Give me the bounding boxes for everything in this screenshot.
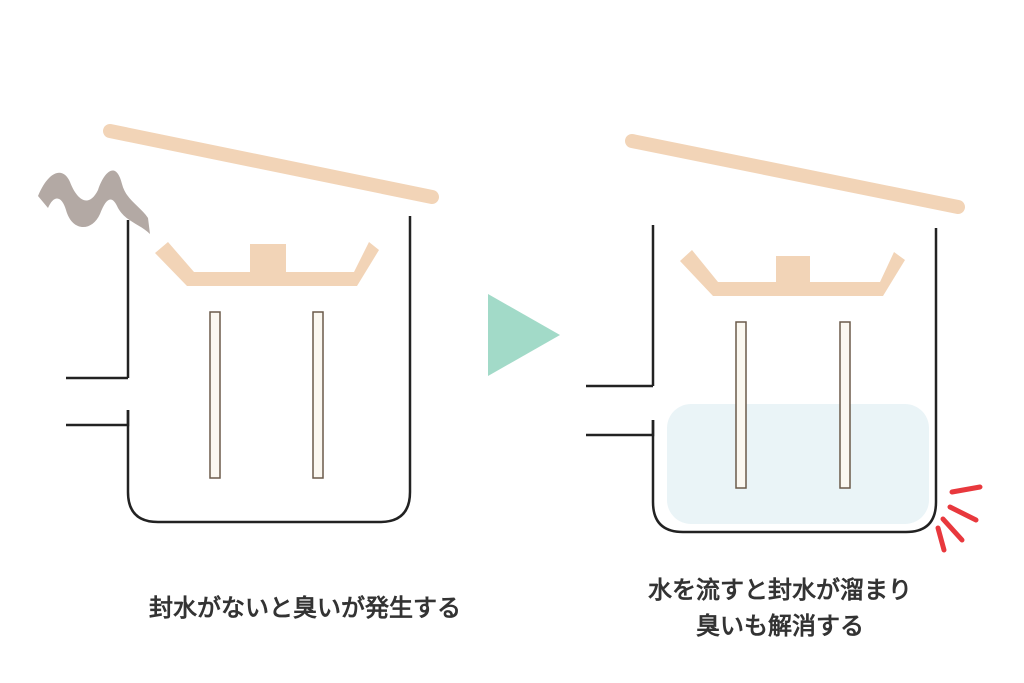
right-panel — [586, 134, 983, 553]
seal-water — [667, 404, 929, 524]
rod-right — [312, 311, 324, 479]
rod-right — [839, 321, 851, 489]
play-triangle-icon — [488, 294, 560, 376]
lid — [103, 124, 439, 204]
outlet-pipe — [586, 384, 655, 437]
outlet-pipe — [66, 376, 130, 427]
caption-seal-water-filled: 水を流すと封水が溜まり 臭いも解消する — [540, 572, 1020, 644]
caption-line: 水を流すと封水が溜まり — [648, 576, 912, 604]
container-outline — [126, 216, 412, 524]
caption-no-seal-water: 封水がないと臭いが発生する — [40, 590, 570, 626]
left-panel — [38, 124, 439, 524]
container-outline — [651, 225, 938, 534]
caption-line: 封水がないと臭いが発生する — [149, 594, 461, 622]
caption-line: 臭いも解消する — [696, 612, 864, 640]
lid — [625, 134, 965, 214]
alert-burst-icon — [935, 484, 983, 553]
rod-left — [735, 321, 747, 489]
odor-smoke-icon — [38, 170, 150, 234]
drain-trap-bowl — [680, 250, 905, 296]
drain-trap-bowl — [155, 242, 379, 286]
rod-left — [209, 311, 221, 479]
